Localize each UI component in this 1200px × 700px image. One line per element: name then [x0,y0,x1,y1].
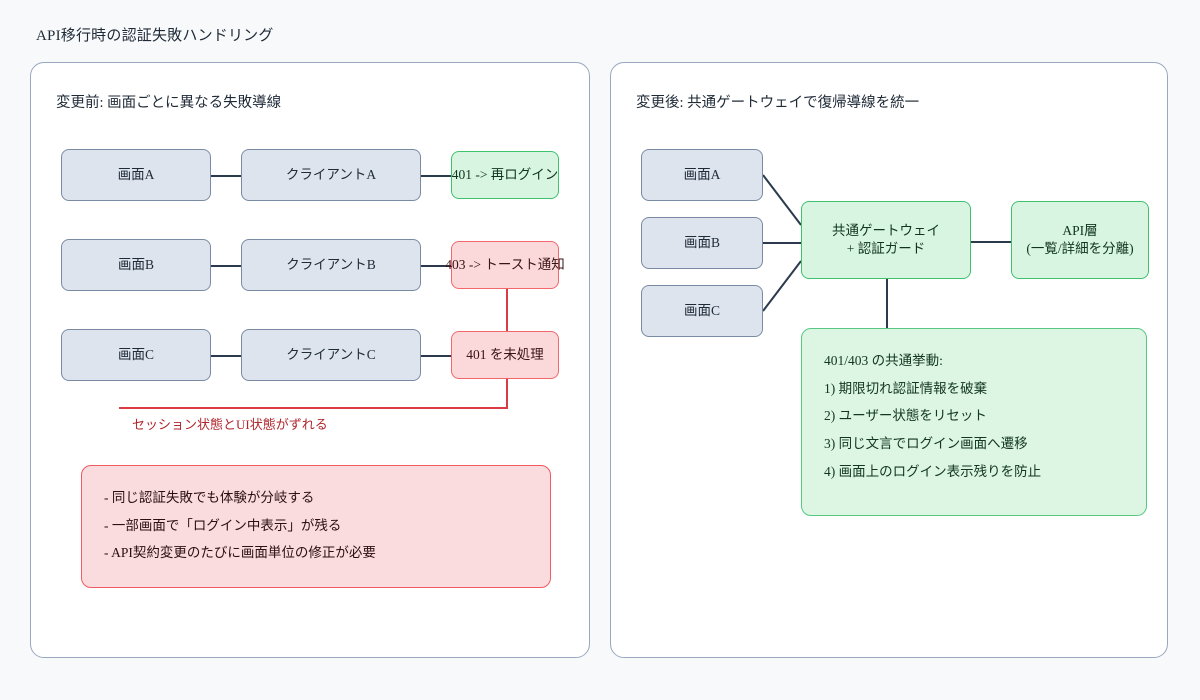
node-api-layer[interactable]: API層 (一覧/詳細を分離) [1011,201,1149,279]
edge-client-a-outcome-a [421,175,451,177]
issue-line: - 同じ認証失敗でも体験が分岐する [104,490,315,505]
node-screen-c[interactable]: 画面C [61,329,211,381]
node-after-screen-a[interactable]: 画面A [641,149,763,201]
node-gateway-line1: 共通ゲートウェイ [832,222,940,238]
node-outcome-a-label: 401 -> 再ログイン [451,166,559,182]
issue-line: - 一部画面で「ログイン中表示」が残る [104,517,342,533]
node-api-layer-line2: (一覧/詳細を分離) [1026,241,1134,256]
annotation-label: セッション状態とUI状態がずれる [132,417,328,432]
panel-before: 変更前: 画面ごとに異なる失敗導線 画面A クライアントA 401 -> 再ログ… [30,62,590,658]
behavior-step: 3) 同じ文言でログイン画面へ遷移 [824,436,1028,452]
issues-box: - 同じ認証失敗でも体験が分岐する - 一部画面で「ログイン中表示」が残る - … [81,465,551,588]
node-screen-b[interactable]: 画面B [61,239,211,291]
node-screen-b-label: 画面B [117,256,154,272]
edge-screen-a-client-a [211,175,241,177]
node-after-screen-c[interactable]: 画面C [641,285,763,337]
behavior-step: 4) 画面上のログイン表示残りを防止 [824,463,1042,479]
node-gateway[interactable]: 共通ゲートウェイ + 認証ガード [801,201,971,279]
node-screen-a[interactable]: 画面A [61,149,211,201]
page-title: API移行時の認証失敗ハンドリング [36,28,274,44]
node-outcome-c-label: 401 を未処理 [466,346,544,362]
node-outcome-b-label: 403 -> トースト通知 [445,256,565,272]
node-after-screen-b-label: 画面B [683,234,720,250]
edge-client-c-outcome-c [421,355,451,357]
node-after-screen-b[interactable]: 画面B [641,217,763,269]
behavior-step: 1) 期限切れ認証情報を破棄 [824,380,988,396]
behavior-step: 2) ユーザー状態をリセット [824,408,987,424]
node-screen-c-label: 画面C [117,346,154,362]
panel-after: 変更後: 共通ゲートウェイで復帰導線を統一 画面A 画面B 画面C 共通ゲートウ… [610,62,1168,658]
node-outcome-b[interactable]: 403 -> トースト通知 [445,241,565,289]
annotation-line-horizontal [119,407,508,409]
node-after-screen-c-label: 画面C [683,302,720,318]
edge-client-b-outcome-b [421,265,451,267]
node-client-c-label: クライアントC [286,346,376,362]
node-client-a[interactable]: クライアントA [241,149,421,201]
edge-gateway-api [971,241,1011,243]
node-screen-a-label: 画面A [117,166,155,182]
edge-gateway-behavior [886,279,888,328]
node-client-b[interactable]: クライアントB [241,239,421,291]
node-outcome-c[interactable]: 401 を未処理 [451,331,559,379]
node-client-c[interactable]: クライアントC [241,329,421,381]
behavior-box: 401/403 の共通挙動: 1) 期限切れ認証情報を破棄 2) ユーザー状態を… [801,328,1147,516]
node-after-screen-a-label: 画面A [683,166,721,182]
node-api-layer-line1: API層 [1062,222,1098,238]
node-gateway-line2: + 認証ガード [846,241,926,256]
behavior-heading: 401/403 の共通挙動: [824,353,943,368]
node-client-a-label: クライアントA [285,166,377,182]
panel-before-heading: 変更前: 画面ごとに異なる失敗導線 [56,95,282,111]
panel-after-heading: 変更後: 共通ゲートウェイで復帰導線を統一 [636,95,920,111]
issue-line: - API契約変更のたびに画面単位の修正が必要 [104,545,376,561]
node-outcome-a[interactable]: 401 -> 再ログイン [451,151,559,199]
node-client-b-label: クライアントB [286,256,376,272]
edge-screen-c-client-c [211,355,241,357]
edge-screen-b-client-b [211,265,241,267]
